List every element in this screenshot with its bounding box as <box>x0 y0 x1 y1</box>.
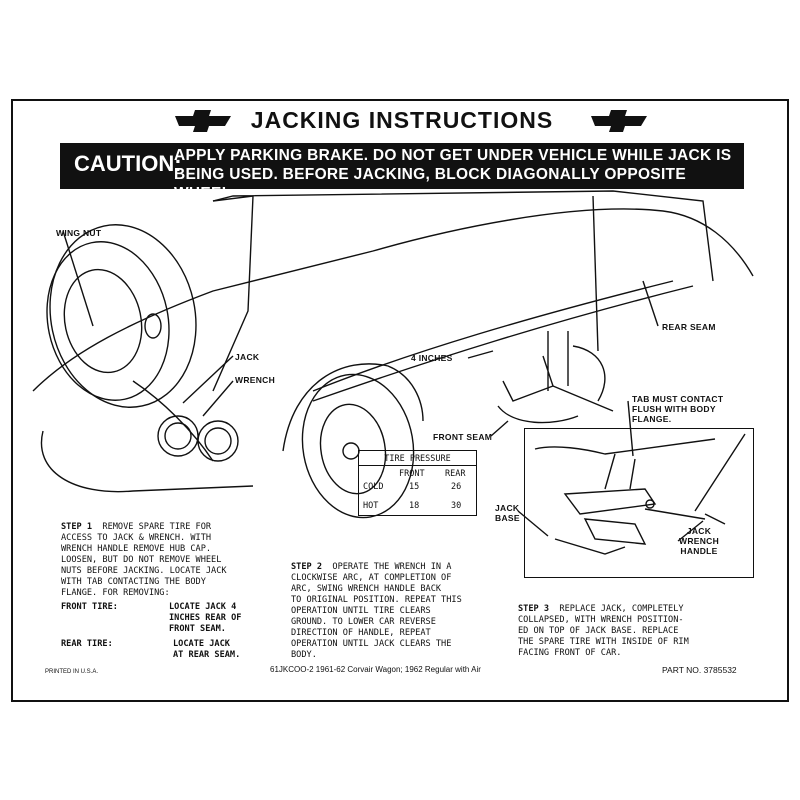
tp-front-header: FRONT <box>399 469 425 479</box>
side-jack <box>502 331 569 402</box>
spare-hub <box>144 313 162 339</box>
tp-row-hot-label: HOT <box>363 501 379 511</box>
spare-tire <box>46 241 170 401</box>
rotation-arcs <box>497 345 606 424</box>
front-wheel-rim <box>319 403 387 495</box>
part-number: PART NO. 3785532 <box>662 665 737 675</box>
rear-seam-leader <box>642 280 659 327</box>
caution-line-2: BEING USED. BEFORE JACKING, BLOCK DIAGON… <box>174 166 686 202</box>
car-lower-line <box>312 285 694 402</box>
tp-row-hot-front: 18 <box>409 501 420 511</box>
label-wrench: WRENCH <box>235 375 276 385</box>
spare-tire-tread <box>49 224 197 408</box>
step-1-block: STEP 1 REMOVE SPARE TIRE FOR ACCESS TO J… <box>61 522 227 598</box>
car-body-outline <box>32 208 754 392</box>
caution-banner: CAUTION: APPLY PARKING BRAKE. DO NOT GET… <box>60 143 744 202</box>
headlight-left-inner <box>164 422 192 450</box>
tp-row-hot-rear: 30 <box>451 501 462 511</box>
car-roof-line <box>212 190 714 282</box>
car-door-line <box>592 195 599 352</box>
tp-row-cold-front: 15 <box>409 482 420 492</box>
rear-tire-label: REAR TIRE: <box>61 639 113 649</box>
headlight-left <box>157 415 199 457</box>
step-2-heading: STEP 2 <box>291 562 323 572</box>
tire-pressure-title: TIRE PRESSURE <box>384 454 451 464</box>
label-four-inches: 4 INCHES <box>411 353 453 363</box>
bowtie-logo-left-icon <box>175 110 231 132</box>
caution-label: CAUTION: <box>74 151 182 176</box>
jack-base-leader <box>517 510 549 537</box>
tp-row-cold-label: COLD <box>363 482 384 492</box>
four-inches-leader <box>467 350 494 359</box>
label-front-seam: FRONT SEAM <box>433 432 493 442</box>
front-grille <box>132 380 214 462</box>
trunk-edge <box>212 195 254 392</box>
headlight-right <box>197 420 239 462</box>
label-jack: JACK <box>235 352 260 362</box>
page-title: JACKING INSTRUCTIONS <box>250 107 554 133</box>
front-wheel-hub <box>342 442 360 460</box>
caution-text: APPLY PARKING BRAKE. DO NOT GET UNDER VE… <box>174 146 744 203</box>
label-rear-seam: REAR SEAM <box>662 322 716 332</box>
car-rocker-line <box>312 280 674 392</box>
step-2-block: STEP 2 OPERATE THE WRENCH IN A CLOCKWISE… <box>291 562 462 660</box>
tire-pressure-table: TIRE PRESSURE FRONT REAR COLD 15 26 HOT … <box>358 450 477 516</box>
printed-in-usa: PRINTED IN U.S.A. <box>45 669 99 675</box>
car-jacking-illustration <box>32 190 754 542</box>
decal-code: 61JKCOO-2 1961-62 Corvair Wagon; 1962 Re… <box>270 665 481 674</box>
jacking-instructions-decal: JACKING INSTRUCTIONS CAUTION: APPLY PARK… <box>11 99 789 702</box>
front-seam-leader <box>490 420 509 437</box>
tp-rear-header: REAR <box>445 469 466 479</box>
step-1-heading: STEP 1 <box>61 522 93 532</box>
front-tire-label: FRONT TIRE: <box>61 602 118 612</box>
spare-rim <box>63 268 143 374</box>
jack-leader <box>182 355 234 404</box>
handle-leader <box>677 520 704 542</box>
tp-row-cold-rear: 26 <box>451 482 462 492</box>
wheel-arch <box>282 363 424 452</box>
wing-nut-leader <box>62 230 94 327</box>
step-3-block: STEP 3 REPLACE JACK, COMPLETELY COLLAPSE… <box>518 604 689 658</box>
front-fender <box>40 430 254 493</box>
bowtie-logo-right-icon <box>591 110 647 132</box>
jack-detail-drawing <box>534 433 746 555</box>
jack-handle <box>552 385 614 412</box>
step-3-heading: STEP 3 <box>518 604 550 614</box>
jack-detail-inset <box>524 428 754 578</box>
label-wing-nut: WING NUT <box>56 228 102 238</box>
headlight-right-inner <box>204 427 232 455</box>
wrench-leader <box>202 380 234 417</box>
front-wheel <box>301 373 415 519</box>
caution-line-1: APPLY PARKING BRAKE. DO NOT GET UNDER VE… <box>174 147 732 164</box>
